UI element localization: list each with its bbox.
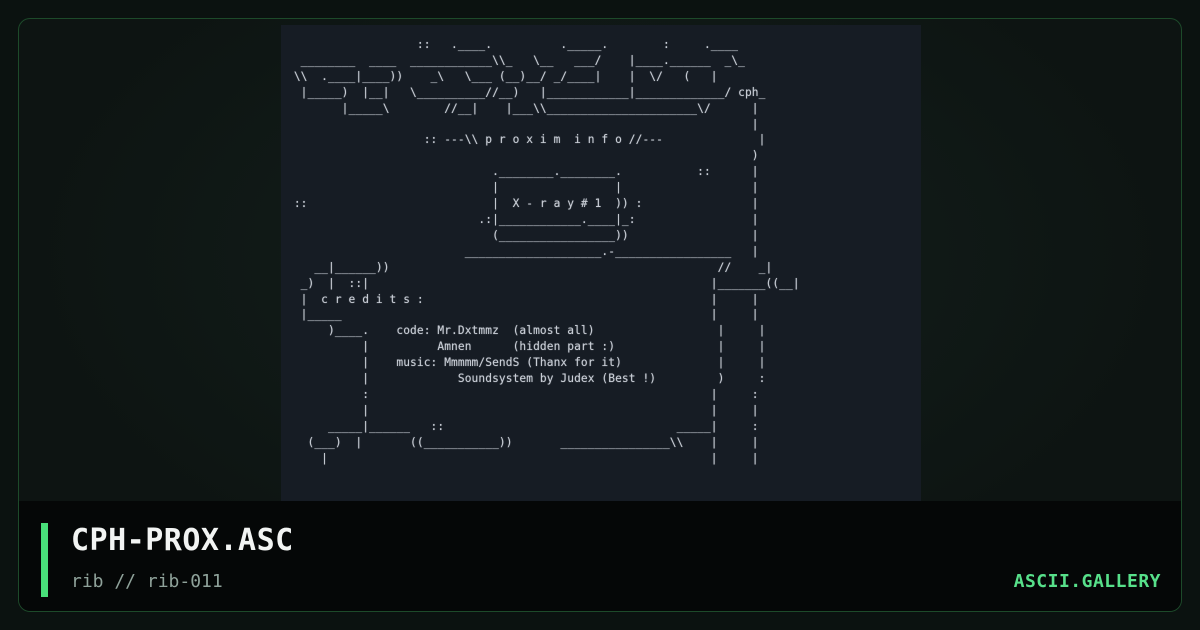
accent-bar [41,523,48,597]
card-footer: CPH-PROX.ASC rib // rib-011 ASCII.GALLER… [19,501,1181,611]
ascii-art-panel: :: .____. ._____. : .____ ________ ____ … [281,25,921,501]
card-subtitle: rib // rib-011 [71,571,223,592]
ascii-art: :: .____. ._____. : .____ ________ ____ … [293,38,800,465]
card-title: CPH-PROX.ASC [71,523,294,558]
card-frame: :: .____. ._____. : .____ ________ ____ … [18,18,1182,612]
brand-link[interactable]: ASCII.GALLERY [1013,571,1161,592]
